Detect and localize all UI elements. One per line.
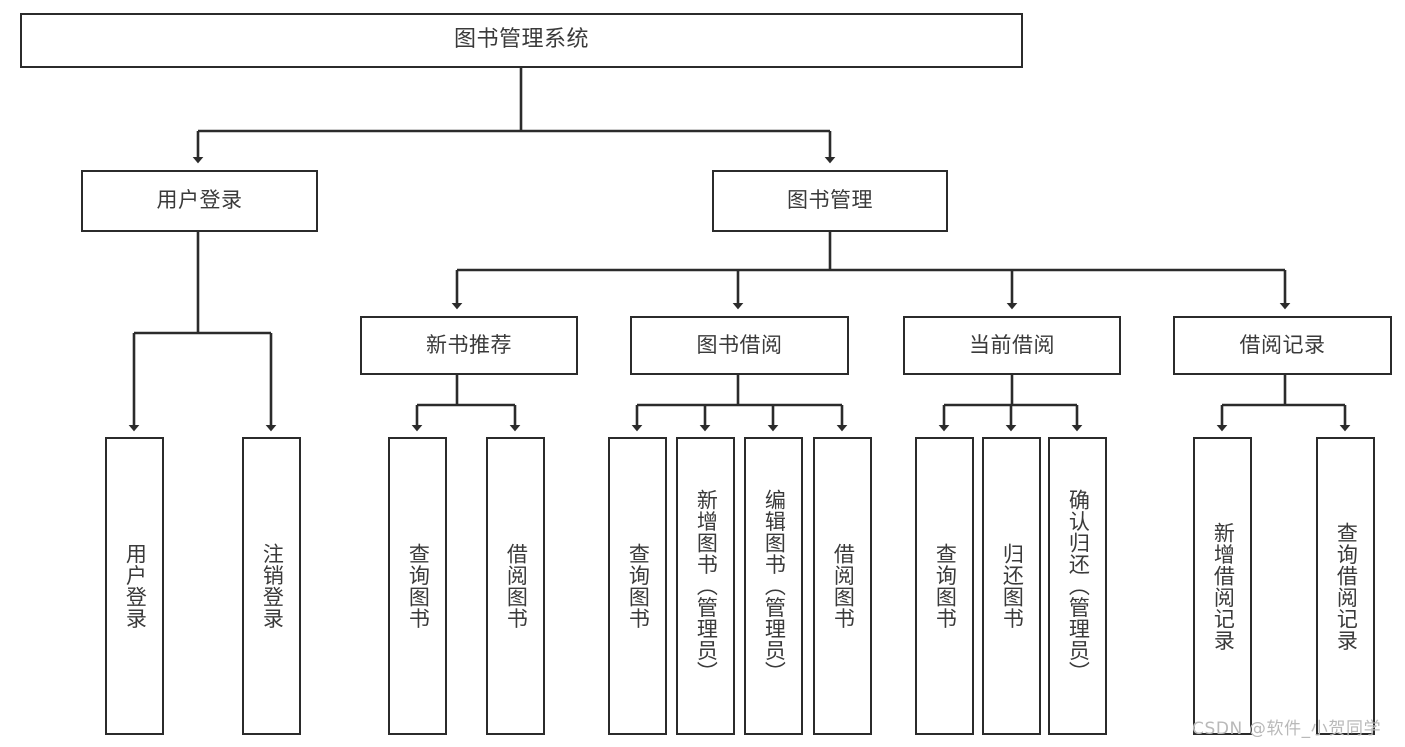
leaf-borrow-book-2[interactable]: 借阅图书	[813, 437, 872, 735]
node-book-borrow[interactable]: 图书借阅	[630, 316, 849, 375]
leaf-confirm-return[interactable]: 确认归还（管理员）	[1048, 437, 1107, 735]
leaf-query-book-1[interactable]: 查询图书	[388, 437, 447, 735]
watermark-text: CSDN @软件_小贺同学	[1192, 719, 1382, 739]
node-borrow-record[interactable]: 借阅记录	[1173, 316, 1392, 375]
leaf-query-book-2[interactable]: 查询图书	[608, 437, 667, 735]
leaf-borrow-book-1[interactable]: 借阅图书	[486, 437, 545, 735]
leaf-label: 查询图书	[406, 543, 431, 629]
leaf-query-book-3[interactable]: 查询图书	[915, 437, 974, 735]
leaf-label: 注销登录	[260, 543, 285, 629]
leaf-query-record[interactable]: 查询借阅记录	[1316, 437, 1375, 735]
node-current-borrow[interactable]: 当前借阅	[903, 316, 1121, 375]
leaf-label: 新增图书（管理员）	[694, 489, 719, 683]
leaf-add-record[interactable]: 新增借阅记录	[1193, 437, 1252, 735]
leaf-user-login[interactable]: 用户登录	[105, 437, 164, 735]
node-new-book-recommend[interactable]: 新书推荐	[360, 316, 578, 375]
leaf-label: 归还图书	[1000, 543, 1025, 629]
leaf-logout-login[interactable]: 注销登录	[242, 437, 301, 735]
node-root[interactable]: 图书管理系统	[20, 13, 1023, 68]
leaf-label: 用户登录	[123, 543, 148, 629]
leaf-label: 编辑图书（管理员）	[762, 489, 787, 683]
leaf-label: 查询图书	[626, 543, 651, 629]
leaf-label: 查询借阅记录	[1334, 521, 1359, 651]
node-user-login[interactable]: 用户登录	[81, 170, 318, 232]
leaf-label: 新增借阅记录	[1211, 521, 1236, 651]
leaf-label: 借阅图书	[504, 543, 529, 629]
leaf-add-book[interactable]: 新增图书（管理员）	[676, 437, 735, 735]
leaf-edit-book[interactable]: 编辑图书（管理员）	[744, 437, 803, 735]
leaf-label: 确认归还（管理员）	[1066, 489, 1091, 683]
leaf-label: 借阅图书	[831, 543, 856, 629]
leaf-return-book[interactable]: 归还图书	[982, 437, 1041, 735]
node-book-manage[interactable]: 图书管理	[712, 170, 948, 232]
leaf-label: 查询图书	[933, 543, 958, 629]
